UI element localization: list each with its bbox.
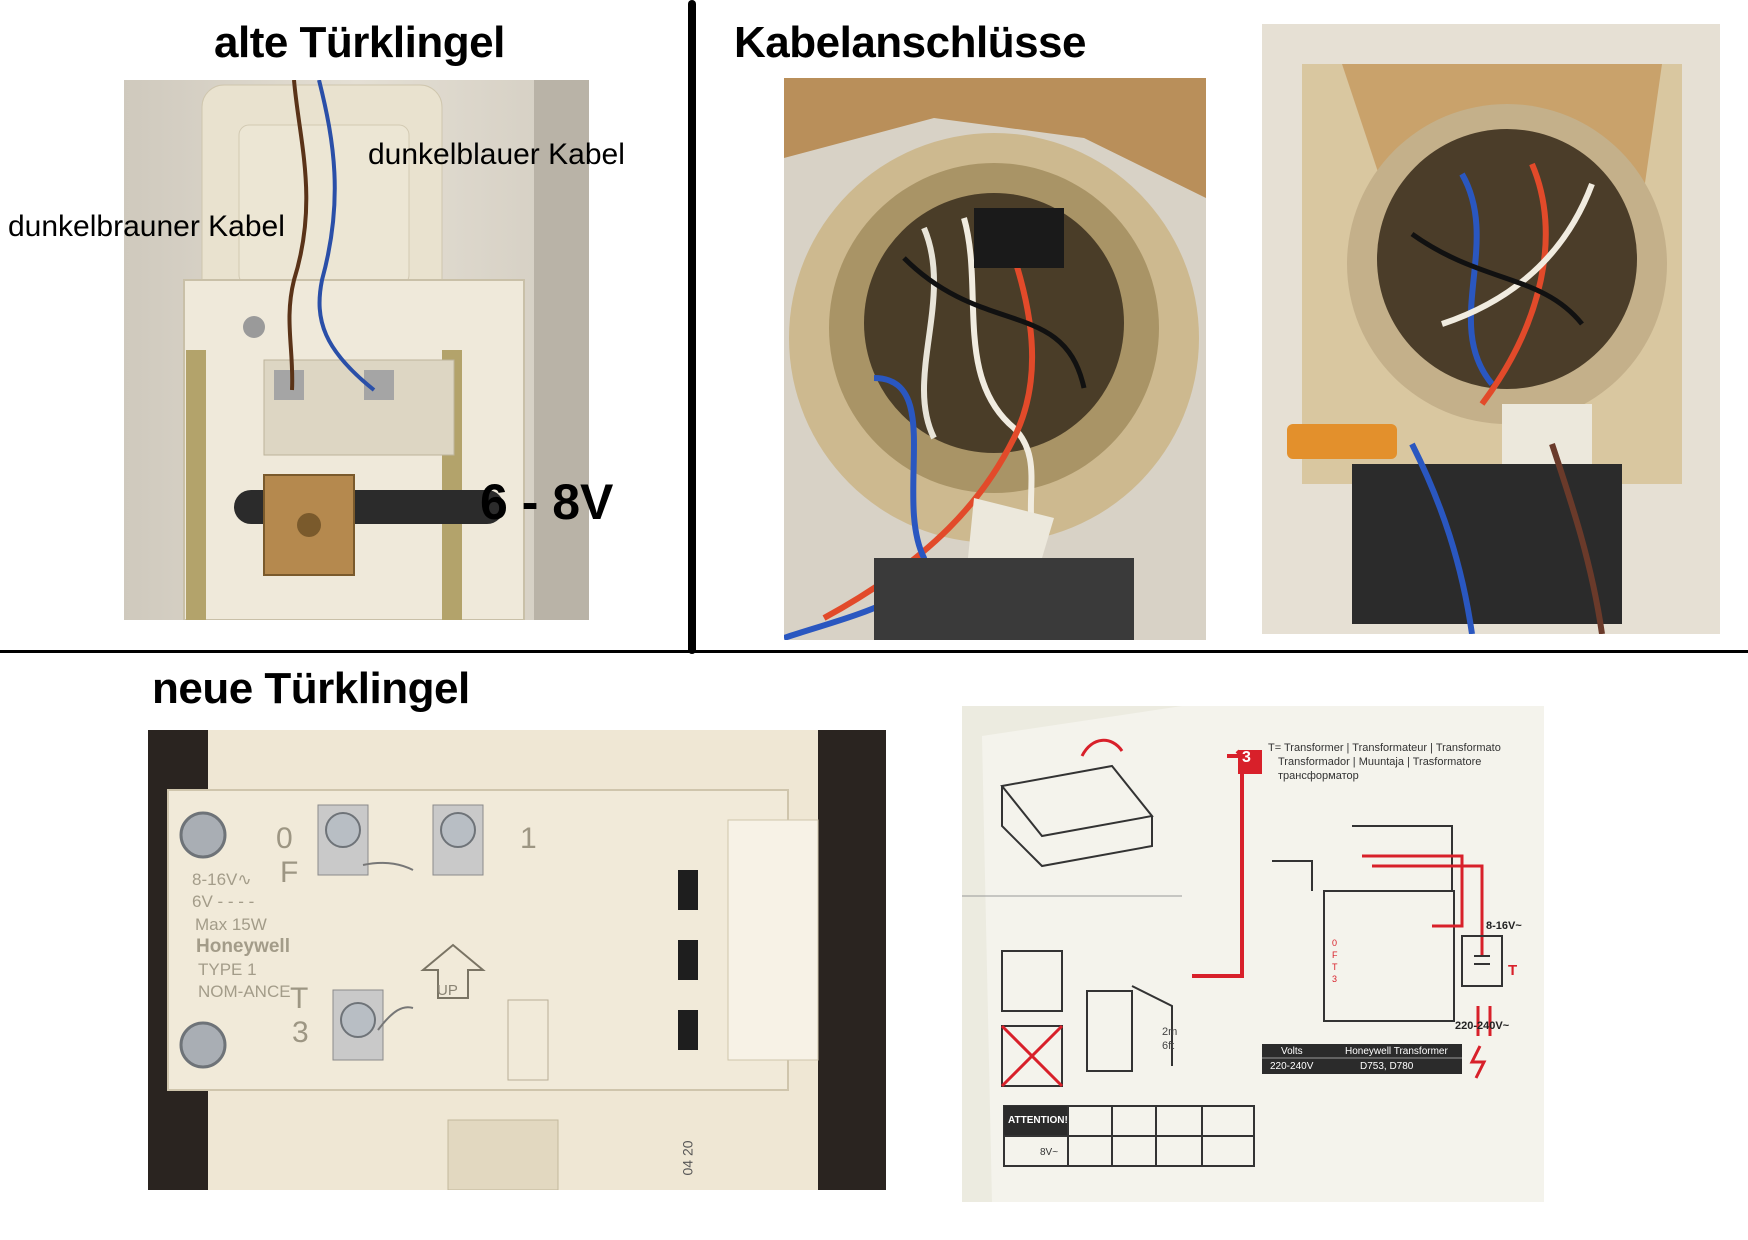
sheet-dist-2: 6ft xyxy=(1162,1040,1175,1052)
up-marker: UP xyxy=(437,982,458,999)
voltage-label: 6 - 8V xyxy=(480,474,614,530)
terminal-1: 1 xyxy=(520,822,537,855)
blue-cable-label: dunkelblauer Kabel xyxy=(368,138,625,171)
sheet-table-head-volts: Volts xyxy=(1281,1046,1303,1057)
terminal-f: F xyxy=(280,856,299,889)
sheet-table-volts: 220-240V xyxy=(1270,1061,1314,1072)
horizontal-divider xyxy=(0,650,1748,653)
sheet-transformer-line1: T= Transformer | Transformateur | Transf… xyxy=(1268,742,1501,754)
old-bell-photo xyxy=(124,80,589,620)
sheet-table-model: D753, D780 xyxy=(1360,1061,1414,1072)
junction-box-photo-1 xyxy=(784,78,1206,640)
sheet-terminal-f: F xyxy=(1332,950,1338,960)
sheet-transformer-line2: Transformador | Muuntaja | Trasformatore xyxy=(1278,756,1482,768)
sheet-transformer-line3: трансформатор xyxy=(1278,770,1359,782)
sheet-table-head-model: Honeywell Transformer xyxy=(1345,1046,1448,1057)
bell-type: TYPE 1 xyxy=(198,960,257,979)
bell-brand: Honeywell xyxy=(196,936,290,957)
sheet-attention: ATTENTION! xyxy=(1008,1115,1068,1126)
sheet-terminal-0: 0 xyxy=(1332,938,1338,948)
side-code: 04 20 xyxy=(679,1140,696,1176)
brown-cable-label: dunkelbrauner Kabel xyxy=(8,210,285,243)
instruction-sheet-photo xyxy=(962,706,1544,1202)
new-bell-photo xyxy=(148,730,886,1190)
bell-nom: NOM-ANCE xyxy=(198,982,291,1001)
bell-spec-1: 8-16V∿ xyxy=(192,870,252,889)
bell-spec-2: 6V - - - - xyxy=(192,892,255,911)
sheet-terminal-t: T xyxy=(1332,962,1338,972)
vertical-divider xyxy=(688,0,696,654)
sheet-v-mains: 220-240V~ xyxy=(1455,1020,1510,1032)
bell-spec-3: Max 15W xyxy=(195,915,267,934)
terminal-3: 3 xyxy=(292,1016,309,1049)
terminal-t: T xyxy=(290,982,309,1015)
sheet-v-high: 8-16V~ xyxy=(1486,920,1522,932)
sheet-terminal-3: 3 xyxy=(1332,974,1338,984)
sheet-t-label: T xyxy=(1508,962,1518,979)
cables-heading: Kabelanschlüsse xyxy=(734,18,1087,67)
new-bell-heading: neue Türklingel xyxy=(152,664,470,713)
old-bell-heading: alte Türklingel xyxy=(214,18,505,67)
sheet-dist-1: 2m xyxy=(1162,1026,1178,1038)
terminal-0: 0 xyxy=(276,822,293,855)
sheet-att-v: 8V~ xyxy=(1040,1147,1059,1158)
sheet-step-3: 3 xyxy=(1242,749,1251,766)
junction-box-photo-2 xyxy=(1262,24,1720,634)
